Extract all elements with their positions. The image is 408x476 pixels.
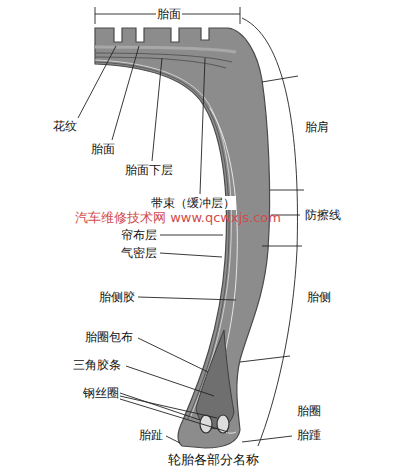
arc-dimension bbox=[240, 18, 304, 446]
dimension-label: 胎面 bbox=[156, 7, 182, 21]
belt-layer bbox=[95, 57, 226, 68]
part-label: 胎趾 bbox=[138, 428, 164, 442]
zone-label: 胎圈 bbox=[296, 404, 322, 418]
part-label: 帘布层 bbox=[120, 228, 158, 242]
watermark: 汽车维修技术网 www.qcwxjs.com bbox=[74, 211, 282, 225]
zone-label: 胎肩 bbox=[304, 120, 330, 134]
tire-section bbox=[95, 28, 270, 448]
zone-label: 防擦线 bbox=[304, 208, 342, 222]
part-label: 钢丝圈 bbox=[82, 386, 120, 400]
part-label: 气密层 bbox=[120, 246, 158, 260]
part-label: 胎面下层 bbox=[124, 163, 174, 177]
part-label: 胎面 bbox=[90, 142, 116, 156]
tread-band bbox=[95, 47, 236, 52]
zone-label: 胎侧 bbox=[306, 290, 332, 304]
part-label: 胎圈包布 bbox=[84, 330, 134, 344]
caption: 轮胎各部分名称 bbox=[168, 452, 259, 468]
leader-lines bbox=[78, 46, 300, 443]
part-label: 带束（缓冲层） bbox=[150, 196, 236, 210]
bead-filler bbox=[196, 330, 234, 429]
dimension-line bbox=[95, 7, 240, 24]
part-label: 花纹 bbox=[52, 119, 78, 133]
part-label: 胎侧胶 bbox=[98, 290, 136, 304]
zone-label: 胎踵 bbox=[296, 428, 322, 442]
part-label: 三角胶条 bbox=[72, 358, 122, 372]
